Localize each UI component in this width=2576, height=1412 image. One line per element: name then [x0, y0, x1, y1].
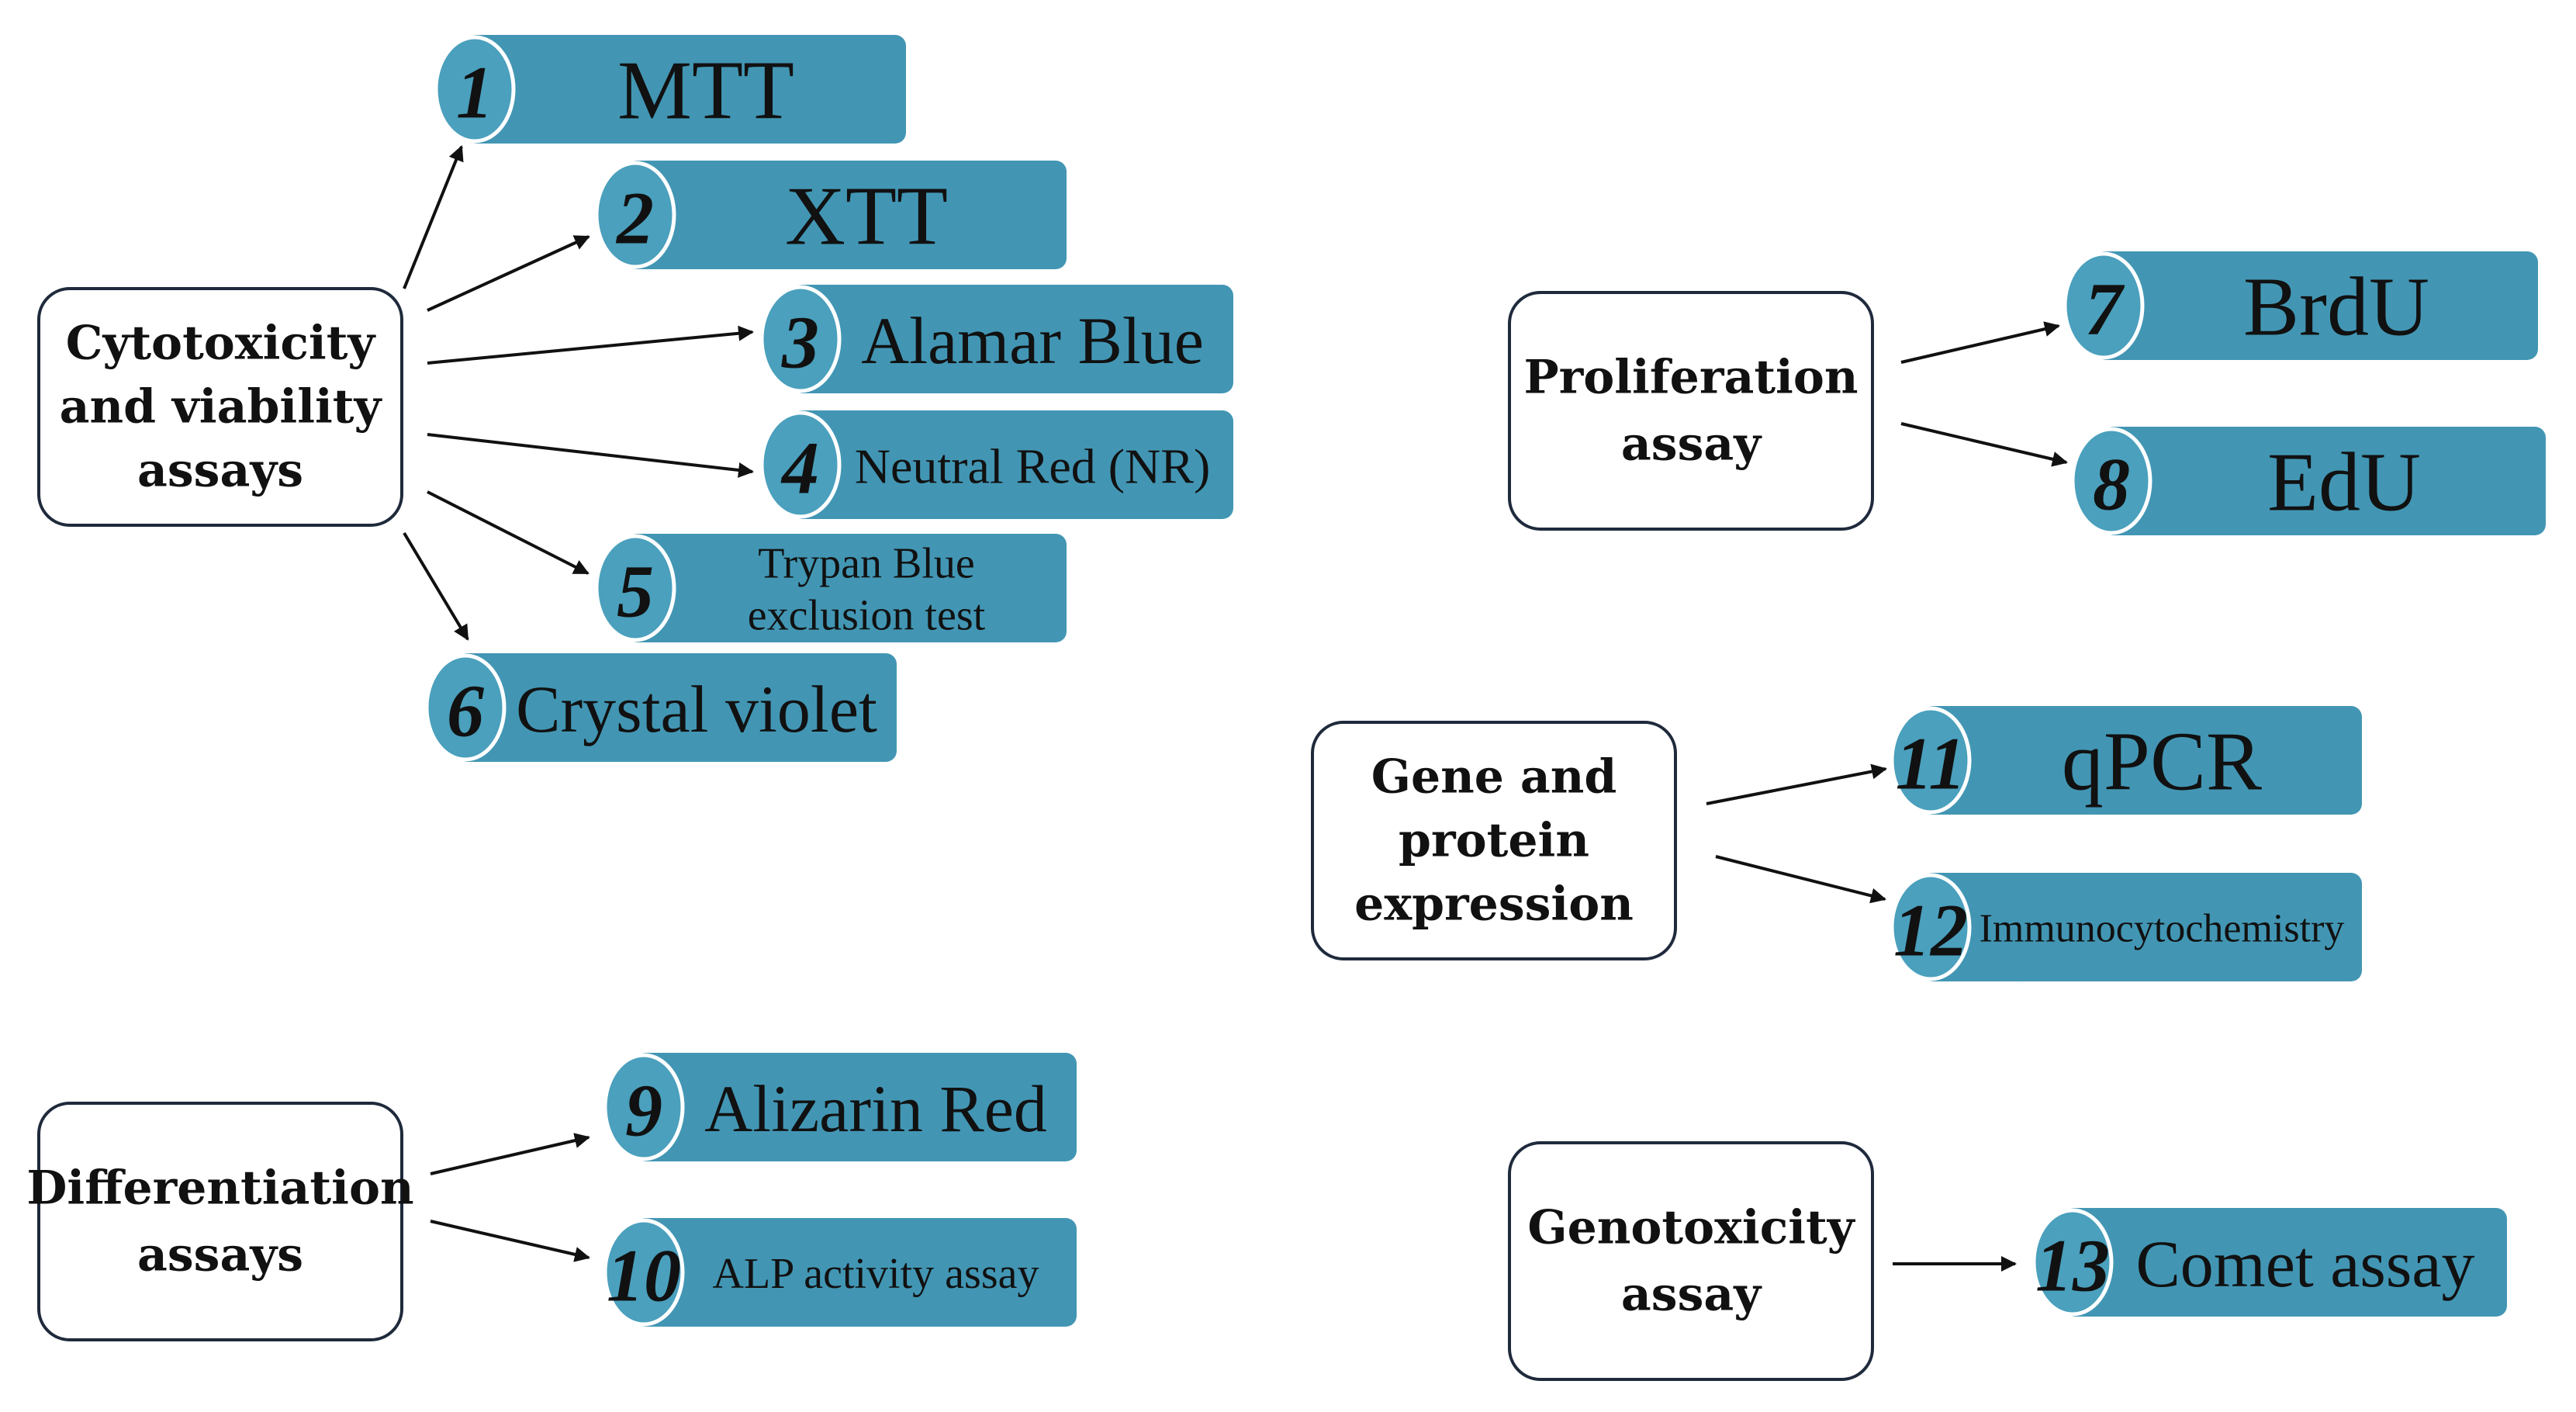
assay-pill-cap	[2070, 427, 2152, 535]
assay-pill-5: 5 Trypan Blue exclusion test	[594, 534, 1067, 642]
assay-label: EdU	[2267, 437, 2421, 529]
category-label-line: assay	[1621, 417, 1762, 472]
assay-pill-cap	[603, 1218, 685, 1327]
arrow	[403, 531, 469, 641]
category-box-genotoxicity: Genotoxicity assay	[1508, 1141, 1874, 1381]
category-boxes-layer: Cytotoxicity and viability assays Prolifera…	[26, 287, 1874, 1381]
assay-pill-6: 6 Crystal violet	[424, 653, 897, 762]
arrow	[1900, 422, 2068, 467]
assay-number: 6	[447, 670, 484, 753]
category-box-frame	[1508, 1141, 1874, 1381]
assay-number: 5	[617, 550, 654, 633]
arrow	[430, 1220, 590, 1262]
category-label-line: Genotoxicity	[1527, 1201, 1855, 1255]
category-box-gene-protein: Gene and protein expression	[1311, 721, 1677, 960]
assay-pill-10: 10 ALP activity assay	[603, 1218, 1077, 1327]
arrow	[430, 1133, 590, 1175]
assay-label: Trypan Blue	[758, 539, 975, 587]
arrow	[427, 490, 590, 575]
assay-pill-cap	[1890, 706, 1972, 815]
category-label-line: assay	[1621, 1268, 1762, 1322]
assay-label: qPCR	[2062, 716, 2262, 808]
category-box-cytotoxicity: Cytotoxicity and viability assays	[37, 287, 403, 527]
assay-label: XTT	[785, 171, 948, 263]
assay-pill-9: 9 Alizarin Red	[603, 1053, 1077, 1161]
assay-pills-layer: 1 MTT 2 XTT 3 Alamar Blue 4 Neutral Red (NR) 5 Tr…	[424, 35, 2546, 1327]
category-label-line: and viability	[60, 380, 383, 434]
assay-label: Comet assay	[2135, 1227, 2474, 1301]
assay-pill-4: 4 Neutral Red (NR)	[759, 410, 1233, 519]
assay-pill-8: 8 EdU	[2070, 427, 2546, 535]
assay-label: MTT	[617, 45, 794, 137]
assay-pill-cap	[594, 161, 676, 269]
assay-pill-cap	[2063, 251, 2145, 360]
arrow	[427, 433, 754, 478]
assay-pill-7: 7 BrdU	[2063, 251, 2538, 360]
category-box-frame	[1508, 291, 1874, 531]
category-label-line: Differentiation	[26, 1161, 413, 1216]
assay-label: BrdU	[2243, 261, 2429, 354]
assay-pill-cap	[759, 285, 842, 393]
assay-number: 8	[2093, 443, 2130, 526]
assay-pill-2: 2 XTT	[594, 161, 1067, 269]
arrow	[427, 235, 590, 312]
assay-pill-12: 12 Immunocytochemistry	[1890, 873, 2362, 981]
assay-pill-cap	[603, 1053, 685, 1161]
assay-label: ALP activity assay	[713, 1250, 1039, 1298]
assay-number: 4	[780, 427, 819, 510]
assay-pill-cap	[759, 410, 842, 519]
assay-number: 10	[607, 1234, 681, 1317]
category-box-proliferation: Proliferation assay	[1508, 291, 1874, 531]
assay-number: 13	[2035, 1224, 2110, 1307]
assay-pill-11: 11 qPCR	[1890, 706, 2362, 815]
category-label-line: assays	[137, 444, 303, 498]
assay-number: 9	[625, 1069, 662, 1152]
category-box-frame	[37, 287, 403, 527]
arrow	[1900, 321, 2060, 364]
assay-pill-cap	[594, 534, 676, 642]
arrow	[427, 325, 754, 365]
assay-label: Alizarin Red	[704, 1071, 1047, 1146]
assay-label: exclusion test	[748, 592, 986, 640]
category-label-line: expression	[1354, 877, 1634, 932]
assay-pill-13: 13 Comet assay	[2031, 1208, 2507, 1317]
category-label-line: Gene and	[1371, 750, 1617, 805]
category-box-frame	[1311, 721, 1677, 960]
assay-number: 2	[615, 177, 654, 260]
category-label-line: Proliferation	[1524, 351, 1859, 405]
assay-pill-cap	[434, 35, 516, 144]
assay-label: Neutral Red (NR)	[855, 439, 1211, 494]
assay-pill-cap	[2031, 1208, 2114, 1317]
assay-label: Alamar Blue	[861, 303, 1204, 378]
arrow	[1715, 855, 1886, 904]
arrows-layer	[403, 145, 2068, 1272]
assay-number: 12	[1893, 889, 1968, 972]
category-box-frame	[37, 1102, 403, 1341]
assay-pill-3: 3 Alamar Blue	[759, 285, 1233, 393]
assay-pill-cap	[1890, 873, 1972, 981]
assay-pill-cap	[424, 653, 507, 762]
assay-label: Immunocytochemistry	[1980, 907, 2345, 951]
assay-number: 7	[2085, 268, 2125, 351]
category-label-line: protein	[1399, 814, 1589, 868]
assay-number: 1	[456, 51, 493, 134]
category-label-line: assays	[137, 1228, 303, 1282]
category-box-differentiation: Differentiation assays	[26, 1102, 414, 1341]
category-label-line: Cytotoxicity	[66, 317, 377, 371]
arrow	[1706, 763, 1887, 805]
arrow	[403, 145, 464, 289]
assay-label: Crystal violet	[516, 672, 877, 746]
assay-pill-1: 1 MTT	[434, 35, 906, 144]
assay-number: 11	[1896, 722, 1966, 805]
assay-number: 3	[781, 301, 819, 384]
